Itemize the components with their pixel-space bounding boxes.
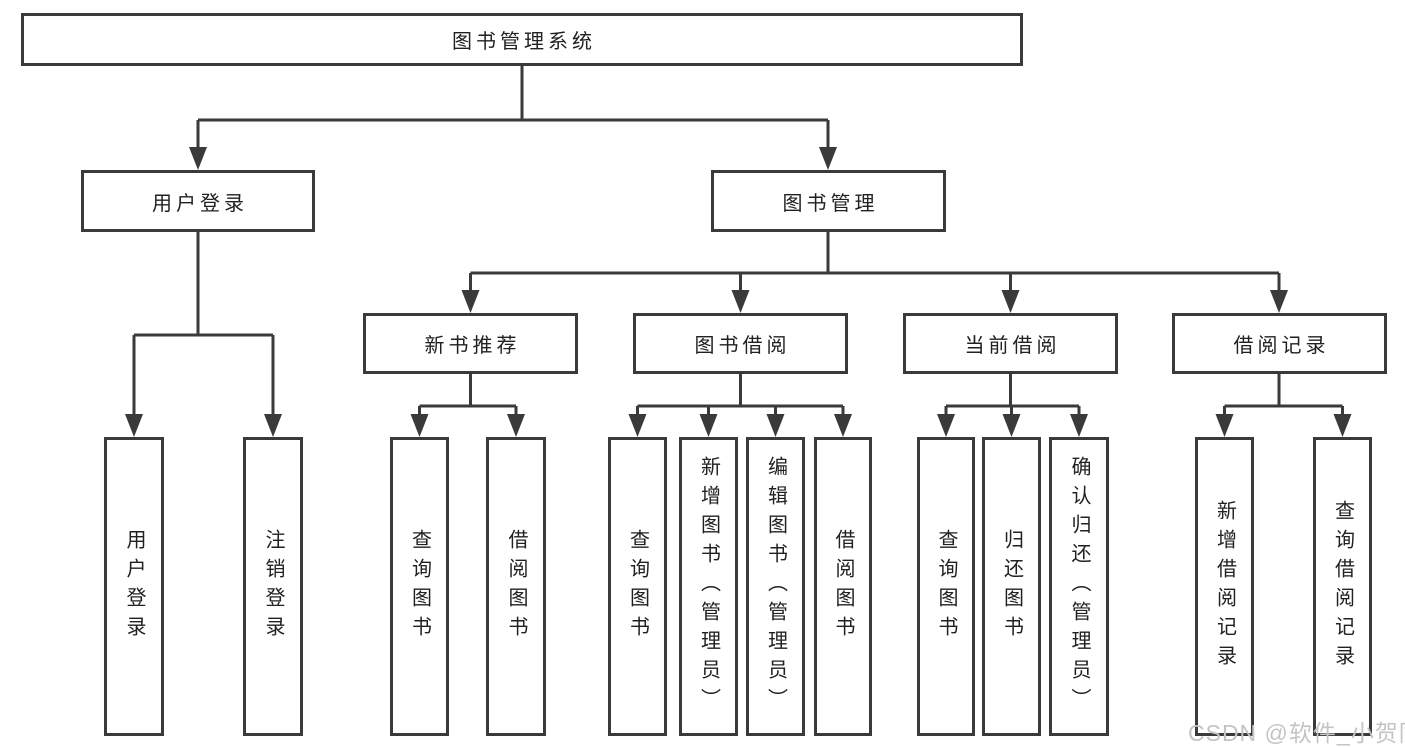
node-current-borrowing: 当前借阅 bbox=[903, 313, 1118, 374]
connector-user-login bbox=[125, 232, 282, 437]
node-query-books-recommend-label: 查询图书 bbox=[408, 528, 431, 645]
node-add-borrow-record-label: 新增借阅记录 bbox=[1213, 499, 1236, 674]
node-book-management-label: 图书管理 bbox=[782, 192, 879, 215]
node-query-books-borrowing: 查询图书 bbox=[608, 437, 667, 736]
node-query-books-borrowing-label: 查询图书 bbox=[626, 528, 649, 645]
node-logout: 注销登录 bbox=[243, 437, 303, 736]
node-book-borrowing: 图书借阅 bbox=[633, 313, 848, 374]
node-login: 用户登录 bbox=[104, 437, 164, 736]
node-confirm-return-admin-label: 确认归还（管理员） bbox=[1068, 456, 1090, 717]
node-add-borrow-record: 新增借阅记录 bbox=[1195, 437, 1254, 736]
connector-current-borrowing bbox=[937, 374, 1088, 437]
connector-book-borrowing bbox=[628, 374, 852, 437]
node-user-login-label: 用户登录 bbox=[152, 192, 248, 215]
node-borrow-books-recommend-label: 借阅图书 bbox=[505, 528, 527, 645]
connector-new-book-recommend bbox=[410, 374, 525, 437]
node-query-books-current-label: 查询图书 bbox=[935, 528, 957, 645]
node-book-borrowing-label: 图书借阅 bbox=[694, 335, 791, 357]
node-query-books-recommend: 查询图书 bbox=[390, 437, 449, 736]
node-login-label: 用户登录 bbox=[123, 528, 145, 645]
node-borrow-books-borrowing-label: 借阅图书 bbox=[832, 528, 854, 645]
node-root-label: 图书管理系统 bbox=[452, 31, 596, 53]
node-query-borrow-record: 查询借阅记录 bbox=[1313, 437, 1372, 736]
node-root: 图书管理系统 bbox=[21, 13, 1023, 66]
node-borrow-records-label: 借阅记录 bbox=[1233, 335, 1330, 357]
node-user-login: 用户登录 bbox=[81, 170, 315, 232]
node-confirm-return-admin: 确认归还（管理员） bbox=[1049, 437, 1109, 736]
connector-root bbox=[189, 66, 837, 170]
node-borrow-books-recommend: 借阅图书 bbox=[486, 437, 546, 736]
node-edit-books-admin: 编辑图书（管理员） bbox=[746, 437, 805, 736]
node-current-borrowing-label: 当前借阅 bbox=[964, 335, 1061, 357]
node-add-books-admin-label: 新增图书（管理员） bbox=[697, 456, 720, 717]
node-return-books-label: 归还图书 bbox=[1000, 528, 1023, 645]
node-edit-books-admin-label: 编辑图书（管理员） bbox=[764, 456, 787, 717]
node-query-books-current: 查询图书 bbox=[917, 437, 975, 736]
node-book-management: 图书管理 bbox=[711, 170, 946, 232]
node-logout-label: 注销登录 bbox=[262, 528, 284, 645]
node-query-borrow-record-label: 查询借阅记录 bbox=[1331, 499, 1354, 674]
connector-book-management bbox=[461, 232, 1288, 313]
watermark-text: CSDN @软件_小贺同学 bbox=[1188, 720, 1405, 746]
node-add-books-admin: 新增图书（管理员） bbox=[679, 437, 738, 736]
connector-borrow-records bbox=[1215, 374, 1352, 437]
node-new-book-recommend: 新书推荐 bbox=[363, 313, 578, 374]
node-borrow-records: 借阅记录 bbox=[1172, 313, 1387, 374]
node-return-books: 归还图书 bbox=[982, 437, 1041, 736]
node-borrow-books-borrowing: 借阅图书 bbox=[814, 437, 872, 736]
node-new-book-recommend-label: 新书推荐 bbox=[424, 335, 521, 357]
